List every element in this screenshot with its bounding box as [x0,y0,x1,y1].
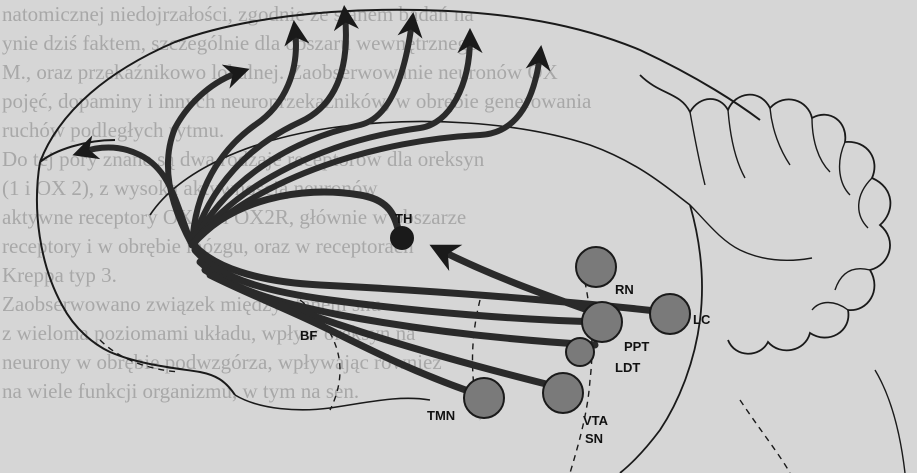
label-sn: SN [585,431,603,446]
ldt-nucleus [566,338,594,366]
vta-nucleus [543,373,583,413]
label-tmn: TMN [427,408,455,423]
label-lc: LC [693,312,711,327]
rn-nucleus [576,247,616,287]
brain-outline [37,10,760,395]
ppt-nucleus [582,302,622,342]
label-bf: BF [300,328,317,343]
cortical-projections [82,15,540,245]
th-nucleus [391,227,413,249]
tmn-nucleus [464,378,504,418]
lc-nucleus [650,294,690,334]
label-ppt: PPT [624,339,649,354]
label-rn: RN [615,282,634,297]
label-th: TH [395,211,412,226]
label-vta: VTA [583,413,609,428]
label-ldt: LDT [615,360,640,375]
